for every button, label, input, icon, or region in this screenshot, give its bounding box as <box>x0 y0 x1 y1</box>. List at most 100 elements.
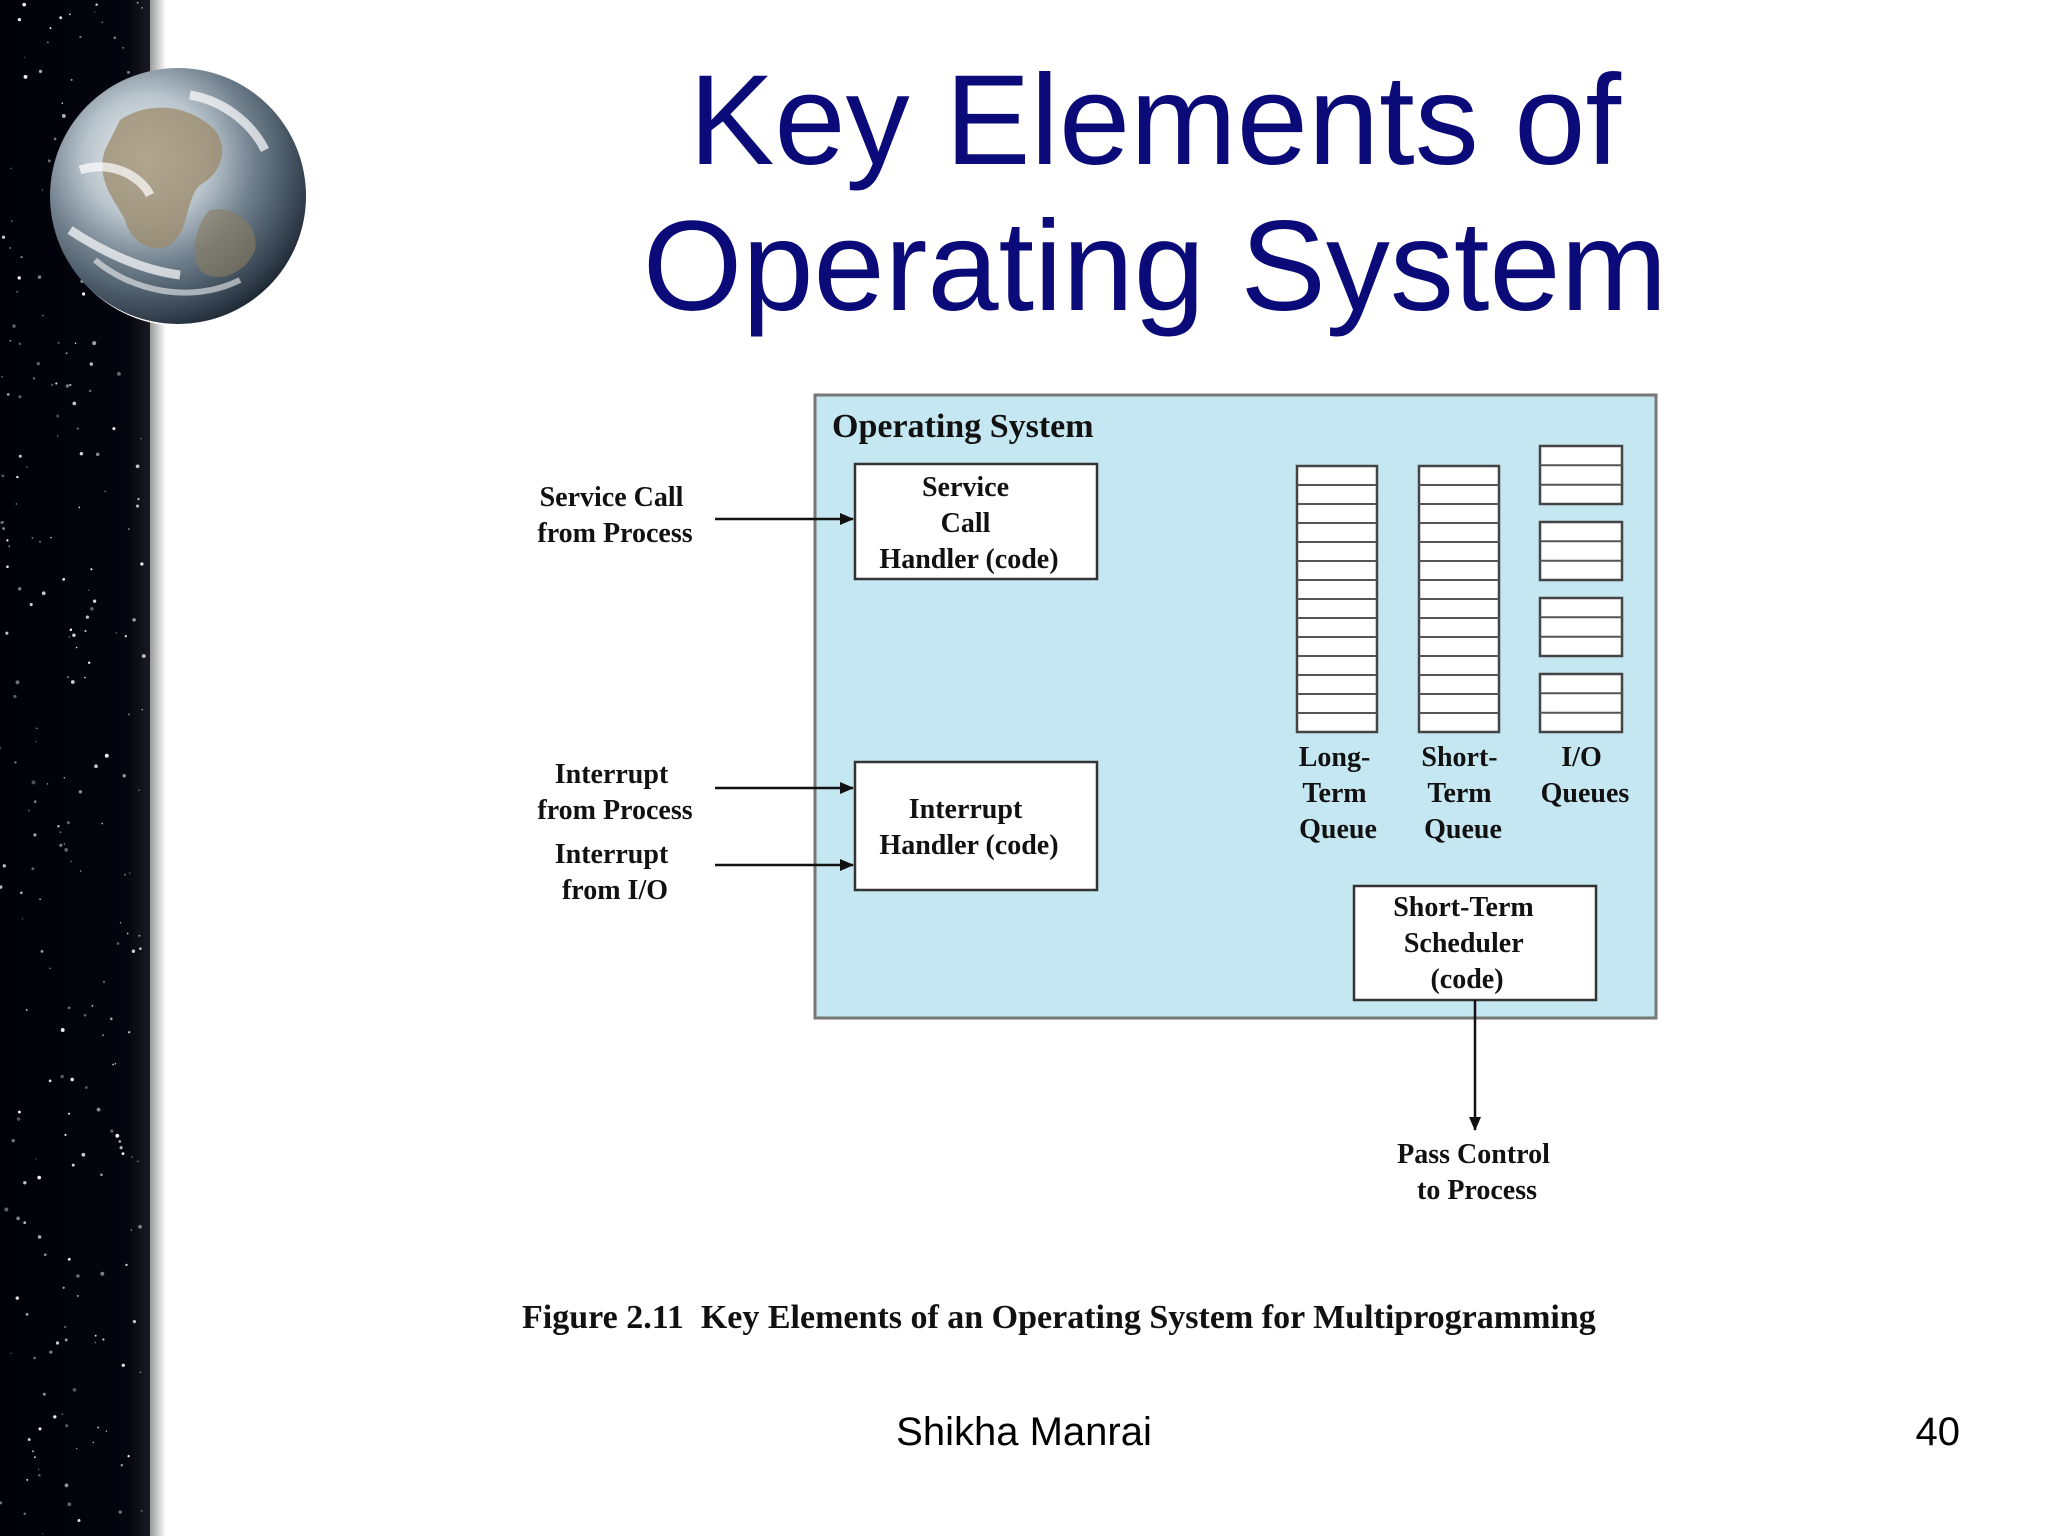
star <box>91 1005 94 1007</box>
star <box>49 967 51 970</box>
star <box>119 922 122 924</box>
star <box>37 1175 41 1180</box>
star <box>15 1296 20 1300</box>
star <box>101 21 103 24</box>
stars <box>0 1 146 1535</box>
star <box>42 1533 44 1535</box>
star <box>41 189 44 191</box>
star <box>140 437 142 440</box>
star <box>16 1216 20 1221</box>
star <box>120 1464 123 1467</box>
service-call-handler-label: Service Call Handler (code) <box>879 472 1058 575</box>
star <box>64 1483 69 1488</box>
star <box>100 1271 105 1276</box>
short-term-queue <box>1417 464 1501 734</box>
queue-frame <box>1538 444 1624 506</box>
star <box>90 607 94 611</box>
star <box>141 708 143 711</box>
star <box>33 1456 36 1459</box>
star <box>65 384 70 388</box>
star <box>49 1350 53 1354</box>
figure-caption: Figure 2.11 Key Elements of an Operating… <box>522 1299 1596 1336</box>
star <box>78 506 81 509</box>
star <box>31 780 36 785</box>
star <box>94 1334 97 1337</box>
star <box>67 1502 72 1507</box>
star <box>47 159 51 163</box>
star <box>33 1356 36 1360</box>
star <box>0 747 2 750</box>
star <box>50 536 52 539</box>
star <box>61 113 66 118</box>
star <box>9 247 11 249</box>
star <box>23 1512 26 1516</box>
star <box>16 290 19 293</box>
star <box>14 761 17 764</box>
star <box>47 41 49 43</box>
star <box>2 527 6 530</box>
star <box>74 342 77 345</box>
star <box>105 1430 108 1432</box>
star <box>66 675 70 679</box>
star <box>87 589 90 591</box>
star <box>1 474 5 478</box>
long-term-queue <box>1295 464 1379 734</box>
star <box>55 1341 60 1345</box>
star <box>119 1146 123 1150</box>
star <box>66 821 70 825</box>
star <box>57 435 59 437</box>
star <box>25 1313 29 1316</box>
io-queues <box>1538 444 1624 734</box>
slide-title: Key Elements of Operating System <box>510 48 1800 340</box>
star <box>126 70 131 74</box>
star <box>135 464 140 469</box>
star <box>112 1063 114 1066</box>
star <box>31 1450 35 1453</box>
star <box>10 1352 12 1355</box>
short-term-scheduler-label: Short-Term Scheduler (code) <box>1393 892 1541 995</box>
star <box>127 713 131 716</box>
star <box>38 69 43 74</box>
star <box>59 843 63 847</box>
star <box>103 980 105 983</box>
star <box>18 454 22 458</box>
queue-frame <box>1538 672 1624 734</box>
star <box>90 568 93 571</box>
star <box>1 235 6 239</box>
star <box>65 352 68 355</box>
star <box>35 741 37 743</box>
star <box>100 1173 103 1176</box>
star <box>84 1086 88 1089</box>
star <box>19 891 23 895</box>
star <box>41 591 46 596</box>
star <box>95 3 98 6</box>
star <box>115 1133 120 1138</box>
star <box>56 414 60 418</box>
star <box>17 276 21 280</box>
star <box>118 1140 122 1143</box>
star <box>123 873 127 876</box>
io-queues-label: I/O Queues <box>1541 742 1630 809</box>
star <box>37 275 42 279</box>
star <box>77 1519 81 1522</box>
star <box>127 1454 130 1458</box>
star <box>96 1107 101 1112</box>
star <box>85 615 90 619</box>
star <box>25 1009 28 1011</box>
star <box>62 578 66 581</box>
star <box>15 503 18 505</box>
star <box>138 1224 143 1229</box>
star <box>137 1160 139 1163</box>
star <box>122 774 126 778</box>
star <box>55 382 58 385</box>
star <box>118 1510 122 1514</box>
star <box>48 1079 52 1083</box>
star <box>21 918 24 920</box>
star <box>61 1413 64 1415</box>
star <box>38 1427 42 1431</box>
star <box>140 562 144 566</box>
star <box>130 1229 133 1231</box>
star <box>1 376 3 378</box>
star <box>61 102 64 104</box>
